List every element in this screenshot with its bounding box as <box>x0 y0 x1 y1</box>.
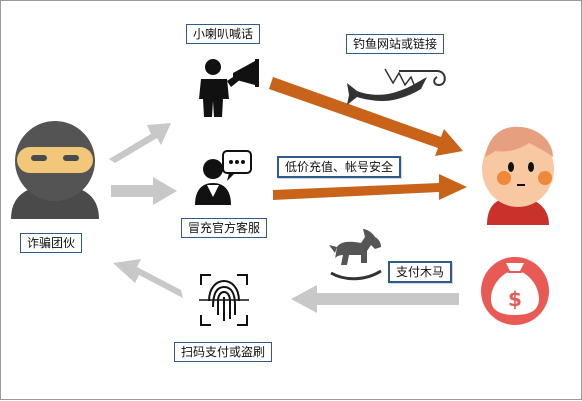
victim-face-icon <box>482 126 554 225</box>
label-phishing: 钓鱼网站或链接 <box>346 34 445 54</box>
rocking-horse-icon <box>329 229 382 281</box>
megaphone-person-icon <box>199 59 259 117</box>
fishing-hook-icon <box>347 68 446 105</box>
orange-arrow-service-to-victim <box>273 174 467 200</box>
gray-arrow-to-fraud <box>113 259 183 298</box>
label-scan-pay: 扫码支付或盗刷 <box>174 342 273 362</box>
label-fake-service: 冒充官方客服 <box>181 218 268 238</box>
orange-arrow-megaphone-to-victim <box>269 77 463 156</box>
customer-service-icon <box>195 150 252 205</box>
gray-arrow-to-service <box>111 177 177 205</box>
ninja-icon <box>11 121 99 219</box>
label-low-price: 低价充值、帐号安全 <box>277 156 402 178</box>
svg-text:$: $ <box>508 287 522 311</box>
gray-arrow-to-scan <box>291 285 459 313</box>
label-fraud-group: 诈骗团伙 <box>20 233 83 253</box>
money-bag-icon: $ <box>481 257 549 325</box>
label-trojan: 支付木马 <box>388 261 453 283</box>
gray-arrow-to-megaphone <box>109 123 171 163</box>
label-megaphone: 小喇叭喊话 <box>186 24 261 44</box>
fingerprint-scan-icon <box>199 274 249 326</box>
